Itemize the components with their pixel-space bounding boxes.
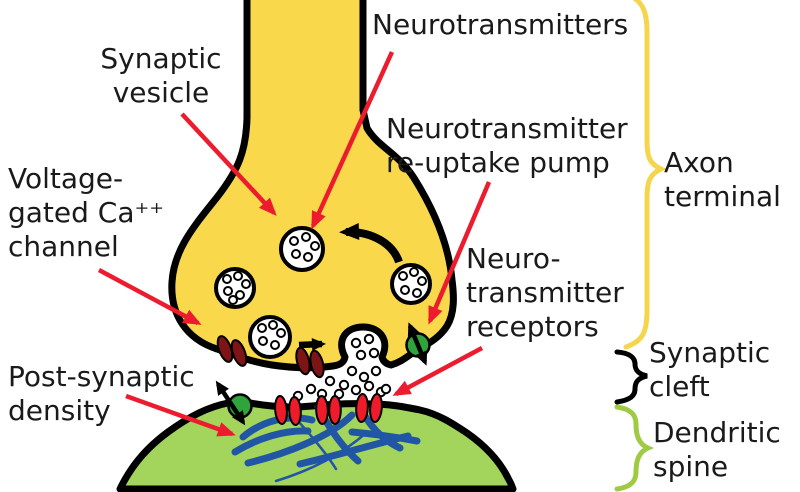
synaptic-cleft-brace — [614, 349, 648, 405]
label-line: Synaptic — [100, 42, 222, 75]
pointer-arrows — [97, 51, 492, 437]
neurotransmitters-pointer — [310, 51, 395, 230]
label-line: Axon — [664, 146, 734, 179]
label-dendritic-spine: Dendritic spine — [653, 416, 781, 484]
calcium-channels — [216, 335, 325, 379]
label-line: cleft — [649, 370, 710, 403]
label-voltage-gated-channel: Voltage- gated Ca⁺⁺ channel — [8, 162, 164, 264]
process-arrows — [215, 223, 428, 426]
label-line: spine — [653, 450, 729, 483]
label-line: terminal — [664, 180, 781, 213]
vesicle-fusion-arrow — [298, 337, 326, 351]
vesicle-recycling-arrow — [339, 223, 403, 264]
label-line: density — [8, 394, 111, 427]
label-post-synaptic-density: Post-synaptic density — [8, 360, 195, 428]
label-line: transmitter — [466, 276, 624, 309]
label-line: Post-synaptic — [8, 360, 195, 393]
label-synaptic-vesicle: Synaptic vesicle — [85, 42, 237, 110]
label-line: channel — [8, 230, 119, 263]
label-axon-terminal: Axon terminal — [664, 146, 781, 214]
label-line: Voltage- — [8, 162, 124, 195]
label-neurotransmitter-receptors: Neuro- transmitter receptors — [466, 242, 624, 344]
label-line: Neurotransmitters — [372, 8, 629, 41]
dendritic-spine-brace — [614, 404, 655, 492]
label-line: Synaptic — [649, 336, 771, 369]
label-line: gated Ca⁺⁺ — [8, 196, 165, 229]
vesicle-neurotransmitter-dots — [222, 232, 427, 350]
label-line: re-uptake pump — [386, 146, 610, 179]
cleft-neurotransmitter-dots — [292, 333, 392, 402]
label-reuptake-pump: Neurotransmitter re-uptake pump — [386, 112, 628, 180]
label-neurotransmitters: Neurotransmitters — [372, 8, 628, 42]
receptors-pointer — [392, 346, 484, 396]
membrane-transport-arrow — [215, 380, 246, 426]
synaptic-vesicle-pointer — [180, 112, 277, 216]
neurotransmitter-receptors — [274, 393, 383, 426]
pump-transport-arrow — [407, 322, 428, 366]
label-line: Dendritic — [653, 416, 781, 449]
label-line: receptors — [466, 310, 599, 343]
label-line: Neurotransmitter — [386, 112, 628, 145]
label-line: Neuro- — [466, 242, 561, 275]
density-pointer — [125, 393, 236, 437]
reuptake-pump-pointer — [427, 181, 492, 325]
label-synaptic-cleft: Synaptic cleft — [649, 336, 770, 404]
axon-terminal-brace — [623, 0, 668, 350]
label-line: vesicle — [112, 76, 210, 109]
calcium-channel-pointer — [97, 268, 202, 325]
